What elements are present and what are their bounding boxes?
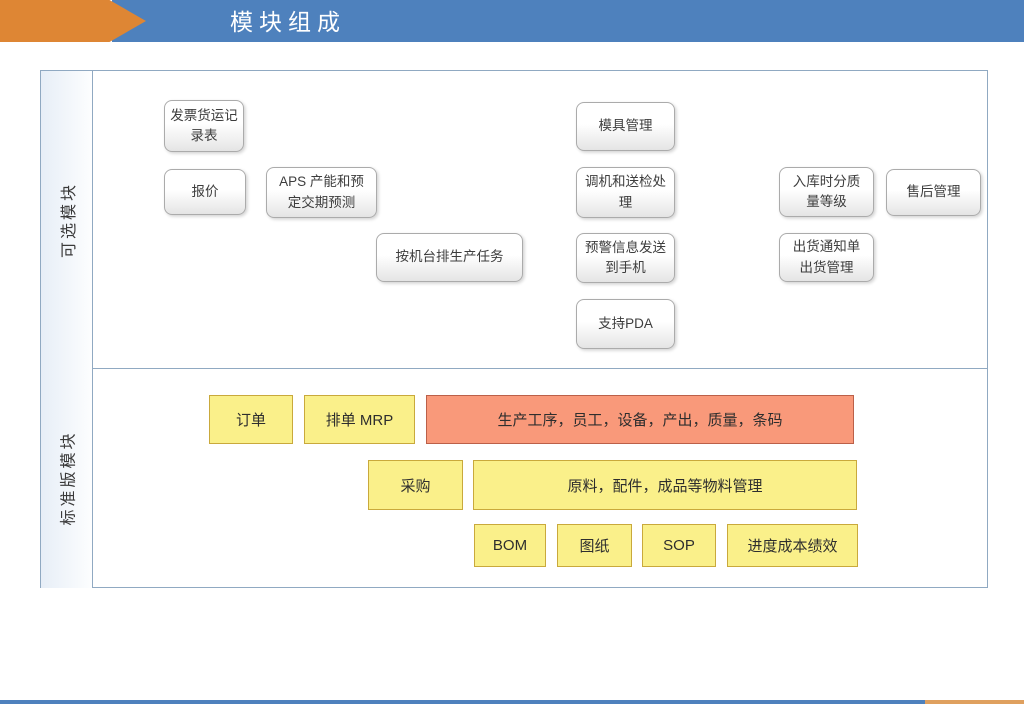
box-mold-management: 模具管理 [576, 102, 675, 151]
box-pda-support: 支持PDA [576, 299, 675, 349]
box-order: 订单 [209, 395, 293, 444]
box-machine-production-tasks: 按机台排生产任务 [376, 233, 523, 282]
header-arrow-shape [0, 0, 146, 42]
box-mrp-scheduling: 排单 MRP [304, 395, 415, 444]
row-label-standard-modules: 标准版模块 [41, 368, 93, 588]
title-bar [112, 0, 1024, 42]
box-shipping-notice-management: 出货通知单 出货管理 [779, 233, 874, 282]
box-production-process: 生产工序，员工，设备，产出，质量，条码 [426, 395, 854, 444]
box-materials-management: 原料，配件，成品等物料管理 [473, 460, 857, 510]
footer-bar-orange [925, 700, 1024, 704]
box-alert-sms-to-phone: 预警信息发送 到手机 [576, 233, 675, 283]
box-machine-adjust-inspection: 调机和送检处 理 [576, 167, 675, 218]
box-aps-capacity-forecast: APS 产能和预 定交期预测 [266, 167, 377, 218]
page-title: 模块组成 [230, 9, 346, 35]
row-label-optional-modules: 可选模块 [41, 71, 93, 368]
box-quotation: 报价 [164, 169, 246, 215]
box-drawings: 图纸 [557, 524, 632, 567]
row-divider [41, 368, 987, 369]
box-purchasing: 采购 [368, 460, 463, 510]
box-inbound-quality-grading: 入库时分质 量等级 [779, 167, 874, 217]
box-after-sales-management: 售后管理 [886, 169, 981, 216]
module-panel: 可选模块 标准版模块 发票货运记 录表 报价 APS 产能和预 定交期预测 按机… [40, 70, 988, 588]
box-progress-cost-performance: 进度成本绩效 [727, 524, 858, 567]
row-label-text: 标准版模块 [60, 430, 78, 526]
box-invoice-shipping-record: 发票货运记 录表 [164, 100, 244, 152]
row-label-text: 可选模块 [60, 181, 78, 258]
footer-bar-blue [0, 700, 925, 704]
box-sop: SOP [642, 524, 716, 567]
box-bom: BOM [474, 524, 546, 567]
